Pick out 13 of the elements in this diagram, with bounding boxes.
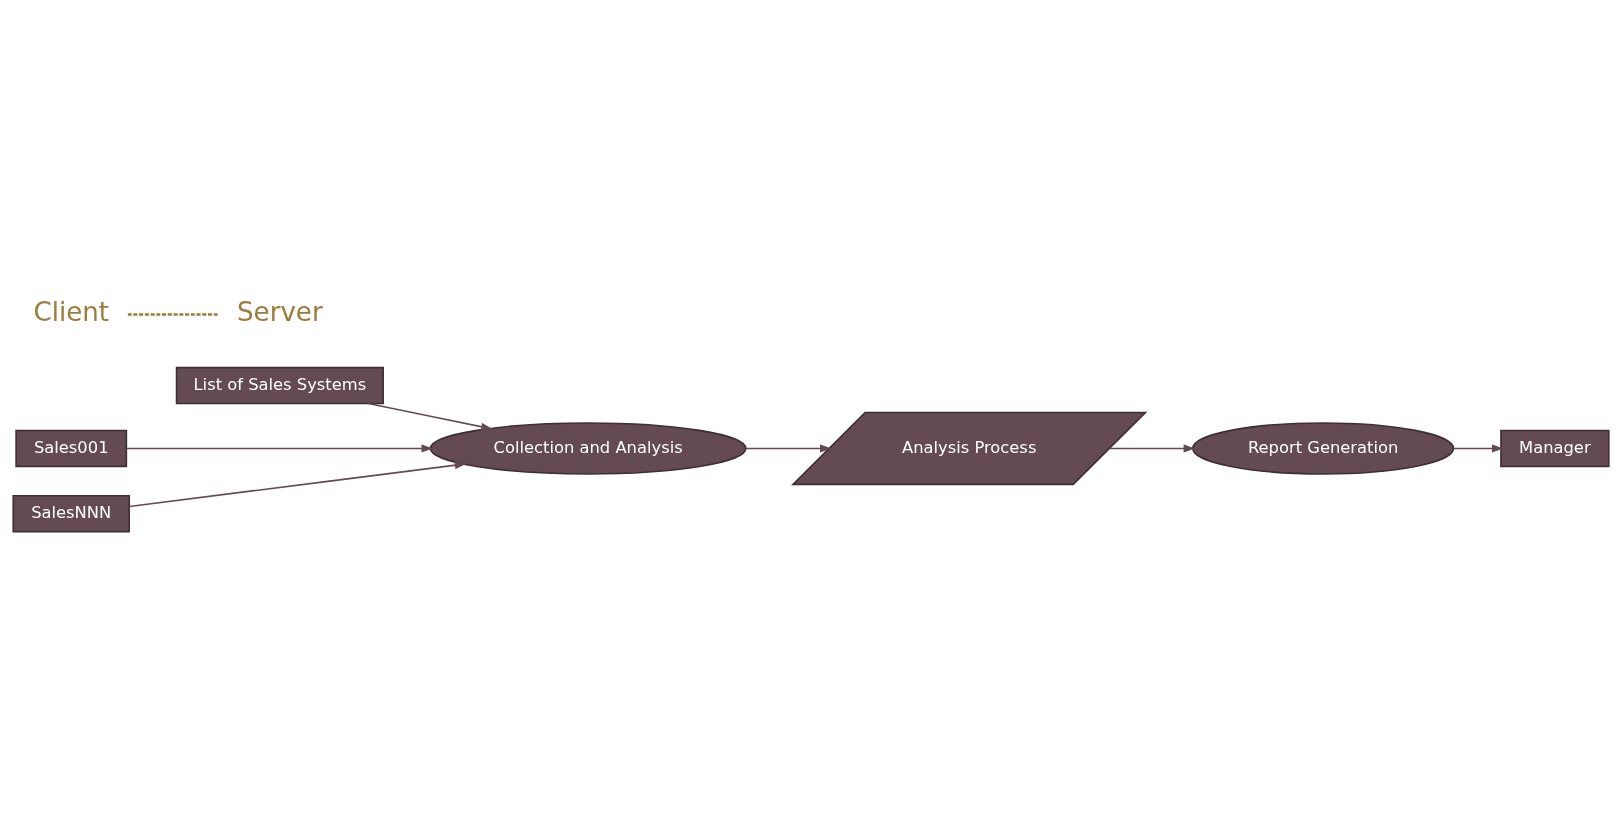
label: Server: [237, 296, 323, 327]
arrow: [367, 402, 493, 431]
node-box: SalesNNN: [12, 494, 131, 533]
node-box: List of Sales Systems: [175, 366, 384, 404]
arrow: [1108, 443, 1196, 452]
arrow: [125, 443, 433, 452]
arrow: [128, 460, 467, 507]
label: Client: [33, 296, 110, 327]
node-ellipse: Report Generation: [1191, 421, 1455, 475]
node-box: Sales001: [15, 429, 128, 467]
arrow: [1452, 443, 1504, 452]
node-box: Manager: [1500, 429, 1610, 467]
arrow: [745, 443, 832, 452]
